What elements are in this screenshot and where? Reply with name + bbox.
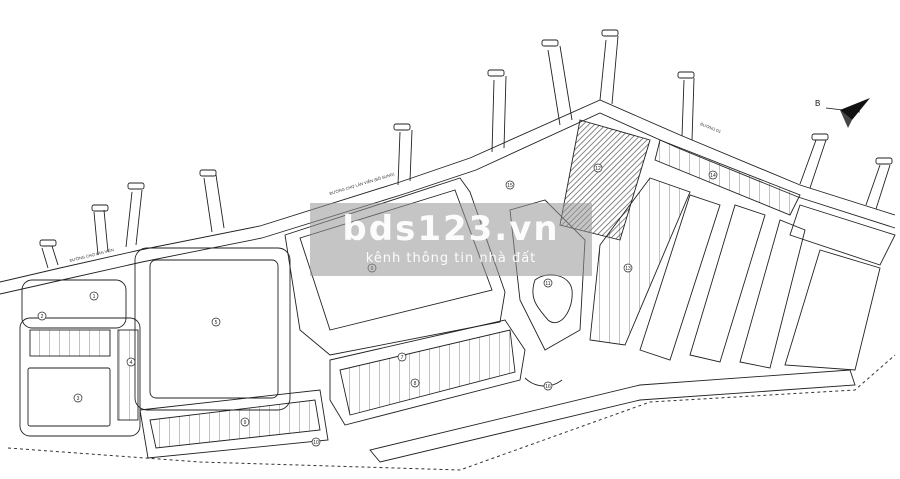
block-pond-park: [509, 199, 586, 351]
block-northeast-lots: [654, 139, 801, 216]
compass-icon: B: [815, 98, 870, 128]
site-boundary: [7, 354, 896, 471]
road-end-caps: [39, 29, 893, 247]
parcel-number: 8: [414, 381, 417, 387]
block-west-lots: [19, 317, 141, 437]
block-south-lots: [329, 319, 526, 426]
parcel-number: 2: [41, 314, 44, 320]
compass-label: B: [815, 99, 820, 108]
parcel-number: 15: [507, 183, 513, 189]
block-central: [284, 177, 506, 356]
blocks: [19, 119, 896, 463]
block-park-west: [134, 247, 291, 411]
parcel-number: 9: [244, 420, 247, 426]
block-west-strip: [21, 279, 127, 329]
watermark-subtitle: kênh thông tin nhà đất: [365, 251, 537, 266]
parcel-number: 7: [401, 355, 404, 361]
parcel-number: 11: [545, 281, 550, 287]
parcel-number: 14: [710, 173, 716, 179]
parcel-number: 12: [595, 166, 601, 172]
watermark: bds123.vn kênh thông tin nhà đất: [310, 203, 592, 276]
watermark-title: bds123.vn: [342, 209, 560, 249]
block-southwest-lots: [139, 389, 329, 459]
parcel-markers: [37, 163, 718, 447]
parcel-number: 1: [93, 294, 96, 300]
svg-text:ĐƯỜNG D1: ĐƯỜNG D1: [700, 121, 723, 134]
parcel-number: 13: [625, 266, 631, 272]
svg-text:ĐƯỜNG CHỢ LÀN VIÊN (BỔ SUNG): ĐƯỜNG CHỢ LÀN VIÊN (BỔ SUNG): [329, 171, 396, 196]
block-south-park: [369, 369, 856, 463]
parcel-number: 4: [130, 360, 133, 366]
parcel-number: 3: [77, 396, 80, 402]
parcel-number: 16: [545, 384, 551, 390]
parcel-number: 5: [215, 320, 218, 326]
parcel-number: 10: [313, 440, 319, 446]
